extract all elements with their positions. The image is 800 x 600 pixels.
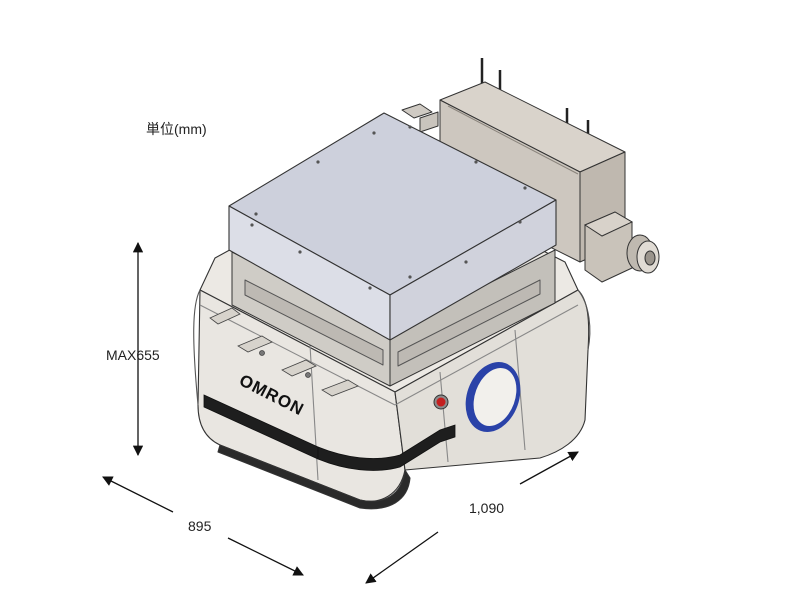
length-dimension-label: 1,090	[469, 500, 504, 516]
estop-button	[433, 394, 449, 410]
height-dimension-label: MAX655	[106, 347, 160, 363]
width-dimension-label: 895	[188, 518, 212, 534]
width-dimension-line-left	[102, 476, 174, 513]
unit-label: 単位(mm)	[146, 121, 207, 137]
screw-holes	[250, 125, 527, 290]
length-dimension-line-left	[365, 531, 439, 584]
body-stripe	[203, 394, 456, 471]
pedestal	[231, 249, 556, 387]
dimension-lines	[102, 241, 579, 584]
deck-details	[209, 307, 359, 397]
lidar-ring	[465, 362, 521, 432]
length-dimension-line-right	[519, 451, 579, 485]
width-dimension-line-right	[227, 537, 304, 576]
top-plate	[228, 112, 557, 341]
side-connector	[583, 211, 660, 283]
